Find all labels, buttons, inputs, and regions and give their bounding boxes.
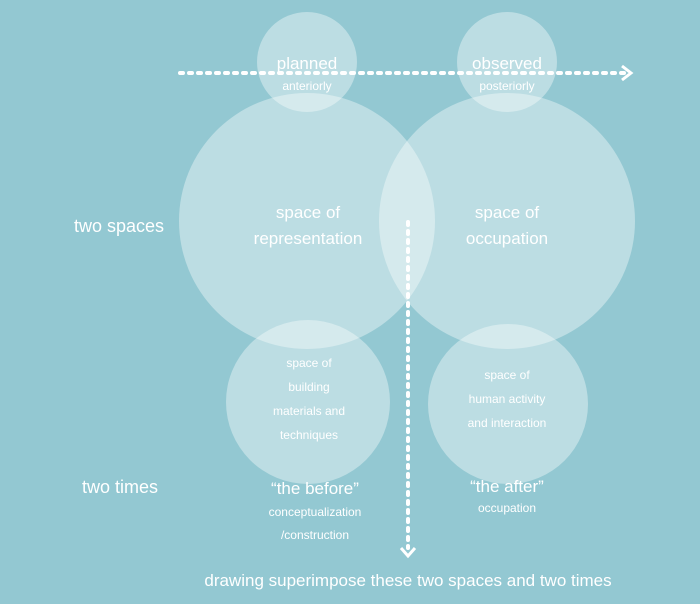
observed-title: observed: [472, 54, 542, 73]
building-line2: building: [288, 380, 329, 394]
caption: drawing superimpose these two spaces and…: [204, 571, 611, 590]
building-line1: space of: [286, 356, 332, 370]
before-line2: /construction: [281, 528, 349, 542]
time-arrow: [178, 64, 634, 82]
circle-human-activity: [428, 324, 588, 484]
circle-space-of-occupation: [379, 93, 635, 349]
activity-line1: space of: [484, 368, 530, 382]
superimpose-arrow: [399, 220, 417, 559]
circle-observed: [457, 12, 557, 112]
occupation-line2: occupation: [466, 229, 548, 248]
building-line3: materials and: [273, 404, 345, 418]
activity-line3: and interaction: [468, 416, 547, 430]
label-two-spaces: two spaces: [74, 216, 164, 236]
building-line4: techniques: [280, 428, 338, 442]
label-two-times: two times: [82, 477, 158, 497]
planned-title: planned: [277, 54, 338, 73]
circle-space-of-representation: [179, 93, 435, 349]
observed-subtitle: posteriorly: [479, 79, 534, 93]
after-line1: occupation: [478, 501, 536, 515]
representation-line1: space of: [276, 203, 341, 222]
activity-line2: human activity: [469, 392, 546, 406]
before-title: “the before”: [271, 479, 359, 498]
after-title: “the after”: [470, 477, 544, 496]
before-line1: conceptualization: [269, 505, 362, 519]
circle-building-materials: [226, 320, 390, 484]
occupation-line1: space of: [475, 203, 540, 222]
planned-subtitle: anteriorly: [282, 79, 331, 93]
circle-planned: [257, 12, 357, 112]
representation-line2: representation: [254, 229, 363, 248]
